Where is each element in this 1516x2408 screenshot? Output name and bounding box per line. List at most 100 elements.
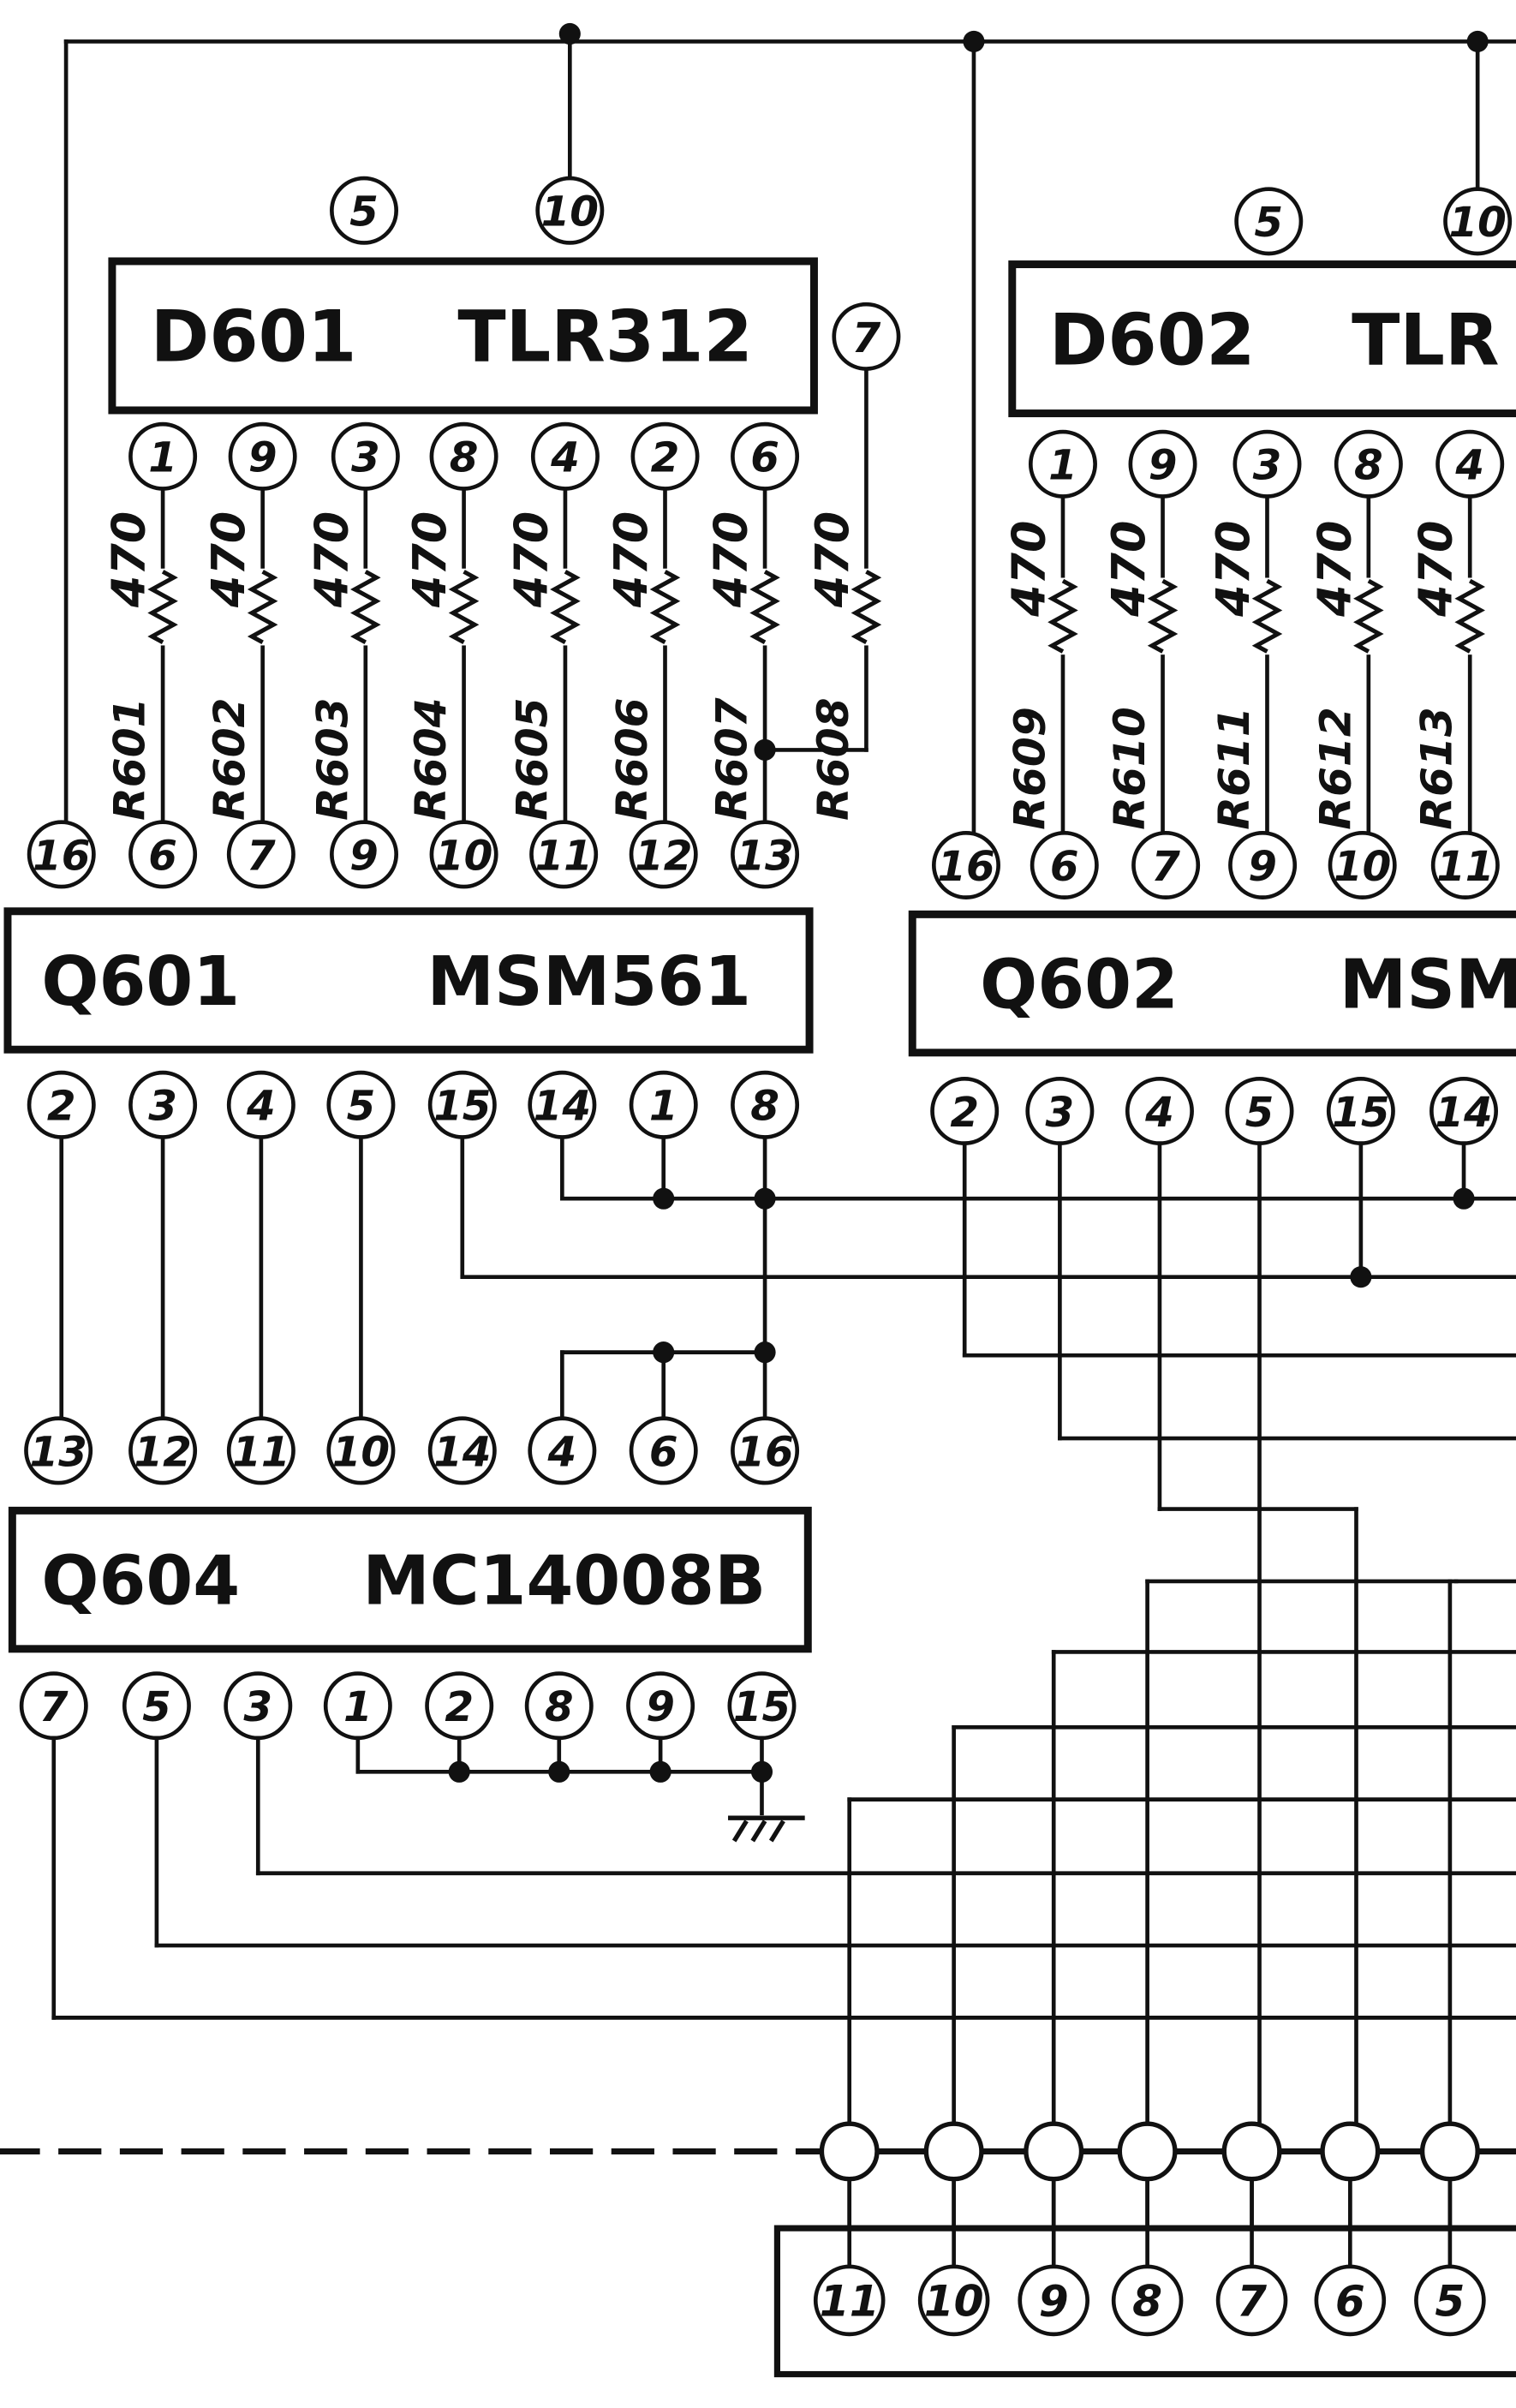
resistor-value: 470 <box>805 511 859 608</box>
resistor-value: 470 <box>304 511 358 608</box>
pin-q602-top: 10 <box>1328 830 1397 899</box>
pin-number: 3 <box>351 434 380 482</box>
resistor-zigzag <box>1251 578 1283 654</box>
pin-number: 7 <box>852 314 881 362</box>
pin-q604-top: 12 <box>128 1416 198 1485</box>
pin-number: 7 <box>1237 2275 1267 2326</box>
junction-dot <box>1350 1266 1372 1288</box>
pin-q602-bottom: 5 <box>1225 1076 1294 1145</box>
pin-q602-top: 6 <box>1030 830 1099 899</box>
resistor-ref: R607 <box>707 697 757 821</box>
pin-q601-bottom: 1 <box>629 1070 698 1139</box>
pin-number: 11 <box>1436 843 1494 891</box>
resistor-zigzag <box>1353 578 1384 654</box>
ic-body <box>1008 260 1516 418</box>
pin-number: 10 <box>1334 843 1391 891</box>
pin-number: 5 <box>1254 199 1283 247</box>
resistor-value: 470 <box>201 511 255 608</box>
pin-number: 8 <box>750 1083 779 1131</box>
pin-number: 7 <box>39 1683 69 1731</box>
connector-pin: 11 <box>813 2264 886 2337</box>
ic-reference: Q602 <box>980 945 1179 1024</box>
junction-dots <box>448 22 1489 1783</box>
pin-q601-top: 16 <box>27 820 96 889</box>
ic-body <box>8 1506 812 1653</box>
pin-q602-bottom: 4 <box>1125 1076 1194 1145</box>
pin-number: 2 <box>950 1089 979 1137</box>
resistor-zigzag <box>550 570 581 645</box>
pin-q601-top: 7 <box>226 820 295 889</box>
pin-number: 6 <box>649 1428 678 1476</box>
pin-d602-bottom: 3 <box>1232 429 1302 499</box>
resistor-value: 470 <box>1307 521 1361 618</box>
pin-number: 6 <box>750 434 779 482</box>
connector-junction-circle <box>923 2121 984 2182</box>
ic-part-number: MC14008B <box>362 1542 766 1621</box>
pin-number: 10 <box>541 188 599 236</box>
resistor-zigzag <box>350 570 381 645</box>
pin-q601-bottom: 2 <box>27 1070 96 1139</box>
pin-q604-top: 4 <box>528 1416 597 1485</box>
pin-number: 9 <box>248 434 278 482</box>
connector-pin: 10 <box>917 2264 990 2337</box>
pin-q601-bottom: 14 <box>528 1070 597 1139</box>
pin-number: 1 <box>343 1683 373 1731</box>
junction-dot <box>754 738 776 761</box>
pin-number: 5 <box>349 188 379 236</box>
resistor-zigzag <box>1147 578 1179 654</box>
pin-q602-bottom: 14 <box>1429 1076 1499 1145</box>
pin-q604-bottom: 15 <box>727 1671 797 1741</box>
pin-number: 10 <box>924 2275 984 2326</box>
ic-body <box>108 257 818 415</box>
pin-number: 2 <box>445 1683 474 1731</box>
pin-number: 7 <box>247 832 276 880</box>
pin-number: 9 <box>1149 442 1178 490</box>
ic-reference: Q604 <box>41 1542 240 1621</box>
pin-d601-bottom: 3 <box>331 421 400 491</box>
ic-part-number: TLR312 <box>457 296 753 379</box>
resistor-ref: R613 <box>1412 707 1462 830</box>
junction-dot <box>548 1760 570 1783</box>
pin-number: 16 <box>937 843 994 891</box>
ic-part-number: TLR <box>1352 299 1499 381</box>
junction-dot <box>558 22 581 45</box>
pin-d601-bottom: 6 <box>731 421 800 491</box>
resistor-ref: R612 <box>1310 707 1360 830</box>
pin-d601-bottom: 9 <box>228 421 297 491</box>
junction-dot <box>754 1187 776 1210</box>
pin-q601-top: 9 <box>330 820 399 889</box>
junction-dot <box>963 30 985 52</box>
pin-number: 13 <box>736 832 793 880</box>
resistor-ref: R608 <box>808 697 858 821</box>
pin-number: 8 <box>545 1683 574 1731</box>
pin-number: 9 <box>349 832 379 880</box>
pin-q604-top: 14 <box>427 1416 497 1485</box>
pin-q604-bottom: 9 <box>626 1671 695 1741</box>
pin-number: 4 <box>1454 442 1484 490</box>
pin-d601-bottom: 4 <box>530 421 600 491</box>
resistors: 470R601470R602470R603470R604470R605470R6… <box>102 511 1486 830</box>
junction-dot <box>653 1341 675 1364</box>
resistor-ref: R611 <box>1209 707 1259 830</box>
pin-q601-bottom: 4 <box>226 1070 295 1139</box>
resistor-value: 470 <box>102 511 156 608</box>
pin-d601-bottom: 2 <box>630 421 700 491</box>
resistor-value: 470 <box>1001 521 1055 618</box>
pin-number: 4 <box>550 434 580 482</box>
pin-q604-bottom: 1 <box>323 1671 392 1741</box>
pin-number: 14 <box>534 1083 591 1131</box>
pin-number: 11 <box>820 2275 880 2326</box>
ic-part-number: MSM561 <box>427 942 752 1021</box>
